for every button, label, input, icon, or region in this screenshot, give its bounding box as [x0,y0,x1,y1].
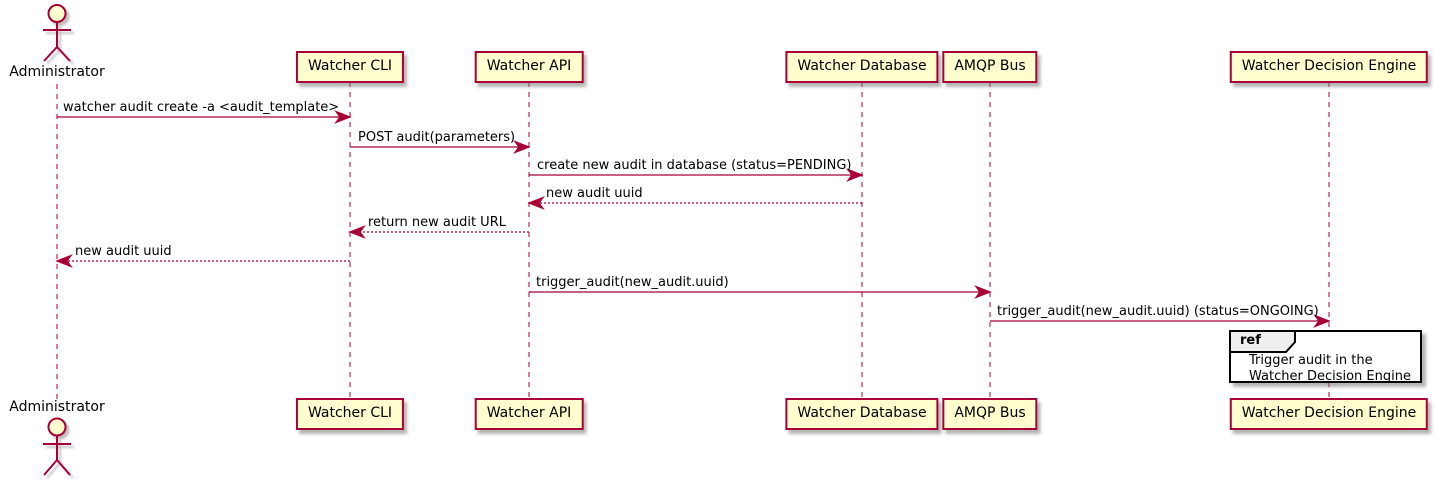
participant-watcher-decision-engine-top: Watcher Decision Engine [1229,51,1429,83]
participant-watcher-api-bottom: Watcher API [474,398,584,430]
actor-label-administrator-top: Administrator [9,64,105,80]
ref-tab-shape [1229,330,1296,353]
arrow-head-8 [1313,314,1331,328]
participant-watcher-database-bottom: Watcher Database [785,398,939,430]
participant-watcher-cli-top: Watcher CLI [295,51,405,83]
ref-text-line-2: Watcher Decision Engine [1249,369,1411,384]
lifelines [56,82,1330,399]
arrow-head-3 [846,168,864,182]
message-label-1: watcher audit create -a <audit_template> [63,100,340,115]
message-label-6: new audit uuid [75,244,172,259]
arrow-head-4 [527,196,545,210]
actor-figure-bottom [43,417,71,476]
message-label-8: trigger_audit(new_audit.uuid) (status=ON… [997,304,1319,319]
participant-watcher-decision-engine-bottom: Watcher Decision Engine [1229,398,1429,430]
participant-watcher-database-top: Watcher Database [785,51,939,83]
ref-fragment: ref Trigger audit in the Watcher Decisio… [1229,330,1422,384]
message-label-7: trigger_audit(new_audit.uuid) [536,275,729,290]
ref-keyword: ref [1240,333,1261,348]
arrow-head-2 [513,140,531,154]
arrow-head-7 [974,285,992,299]
arrow-head-6 [55,254,73,268]
message-label-3: create new audit in database (status=PEN… [537,158,852,173]
message-label-4: new audit uuid [546,186,643,201]
participant-amqp-bus-bottom: AMQP Bus [942,398,1038,430]
arrow-head-1 [334,110,352,124]
actor-figure-top [43,4,71,62]
participant-amqp-bus-top: AMQP Bus [942,51,1038,83]
participant-watcher-api-top: Watcher API [474,51,584,83]
ref-text-line-1: Trigger audit in the [1249,353,1373,368]
participant-watcher-cli-bottom: Watcher CLI [295,398,405,430]
message-label-2: POST audit(parameters) [358,130,516,145]
message-arrows [55,110,1331,328]
message-label-5: return new audit URL [368,215,506,230]
actor-label-administrator-bottom: Administrator [9,399,105,415]
arrow-head-5 [348,225,366,239]
